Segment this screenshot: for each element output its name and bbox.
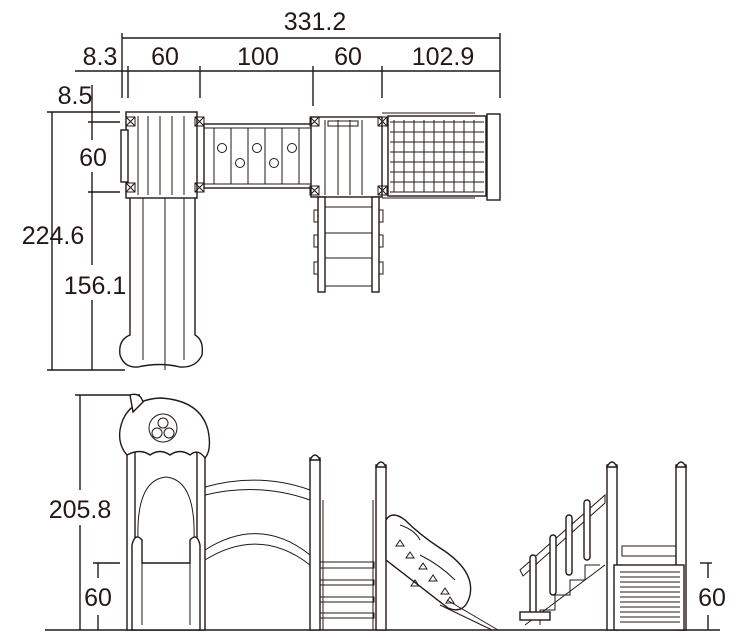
arch-bridge-elevation [204,479,311,566]
top-view-plan [119,111,501,370]
segment-label: 100 [237,43,279,71]
slide-tower-elevation [118,393,211,631]
slide-plan [119,196,204,370]
climbing-hold [395,539,405,547]
offset-depth-label: 8.5 [58,82,93,110]
climbing-hold [410,579,420,587]
slide-length-label: 156.1 [64,272,127,300]
deck-depth-label: 60 [79,144,107,172]
climbing-hold [418,562,428,570]
cargo-net-plan [382,112,501,201]
tower-deck-2 [309,116,388,198]
climbing-bridge [203,123,314,189]
staircase-elevation [519,461,688,631]
side-view-elevation [45,393,720,631]
deck-height-left-label: 60 [84,584,112,612]
climbing-hold [445,596,455,604]
overall-depth-label: 224.6 [22,222,85,250]
segment-label: 60 [334,43,362,71]
stairs-plan [313,196,384,293]
top-depth-dimensions: 8.5 60 224.6 156.1 [22,82,127,371]
climbing-hold [428,574,438,582]
segment-label: 102.9 [412,43,475,71]
ladder-elevation [308,454,388,631]
top-width-dimensions: 331.2 8.3 60 100 60 102.9 [75,8,501,106]
segment-label: 60 [151,43,179,71]
climbing-hold [405,551,415,559]
deck-height-right-label: 60 [698,584,726,612]
segment-label: 8.3 [83,43,118,71]
overall-height-label: 205.8 [49,496,112,524]
tower-deck-1 [120,111,205,199]
climbing-hold [440,587,450,595]
climbing-wall-elevation [385,514,499,631]
overall-width-label: 331.2 [284,8,347,36]
side-view-dimensions: 205.8 60 60 [49,394,726,630]
